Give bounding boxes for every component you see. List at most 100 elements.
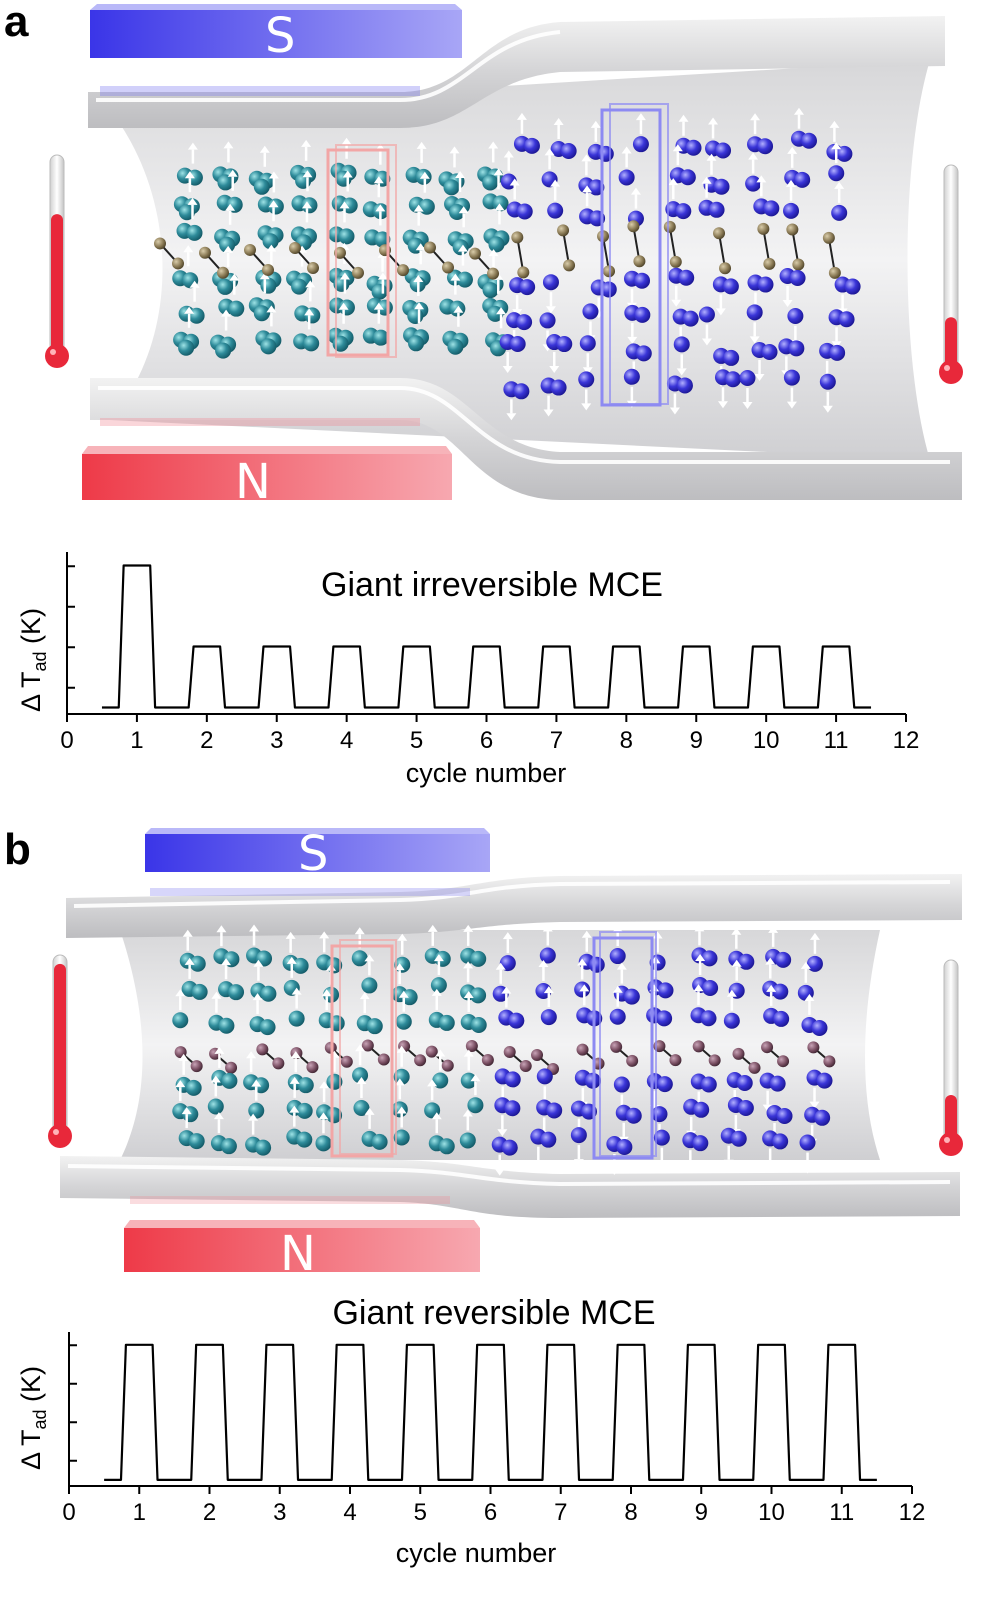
cold-atom — [259, 1019, 276, 1036]
hot-atom — [819, 373, 836, 390]
link-atom — [828, 266, 841, 279]
x-tick-label: 2 — [203, 1499, 216, 1526]
link-atom — [306, 1061, 319, 1074]
spin-arrow-head — [621, 146, 632, 154]
spin-arrow-head — [829, 120, 840, 128]
tube — [60, 874, 962, 1218]
spin-arrow-head — [538, 959, 549, 967]
spin-arrow-head — [503, 150, 514, 158]
spin-arrow-head — [455, 171, 466, 179]
hot-atom — [499, 955, 516, 972]
hot-atom — [794, 171, 811, 188]
hot-atom — [700, 1076, 717, 1093]
spin-arrow-head — [581, 154, 592, 162]
spin-arrow-head — [210, 1075, 221, 1083]
spin-arrow-head — [419, 171, 430, 179]
spin-arrow-head — [723, 1159, 734, 1167]
hot-atom — [556, 336, 573, 353]
cold-atom — [219, 236, 236, 253]
spin-arrow-head — [612, 985, 623, 993]
spin-arrow-head — [339, 201, 350, 209]
x-tick-label: 0 — [60, 727, 73, 754]
thermometer-left — [48, 954, 72, 1148]
x-tick-label: 6 — [480, 727, 493, 754]
hot-atom — [632, 136, 649, 153]
spin-arrow-head — [364, 1107, 375, 1115]
spin-arrow-head — [182, 929, 193, 937]
hot-atom — [701, 950, 718, 967]
hot-atom — [739, 370, 756, 387]
spin-arrow-head — [187, 197, 198, 205]
series-line — [101, 564, 872, 709]
spin-arrow-head — [496, 307, 507, 315]
panel-b-illustration: S N — [48, 826, 963, 1282]
cold-atom — [228, 984, 245, 1001]
spin-arrow-head — [184, 171, 195, 179]
link-atom — [244, 243, 256, 256]
cold-atom — [288, 1010, 305, 1027]
spin-arrow-head — [581, 403, 592, 411]
spin-arrow-head — [364, 954, 375, 962]
cold-atom — [460, 1072, 477, 1089]
spin-arrow-head — [581, 930, 592, 938]
spin-arrow-head — [582, 185, 593, 193]
spin-arrow-head — [502, 366, 513, 374]
spin-arrow-head — [427, 924, 438, 932]
hot-atom — [588, 179, 605, 196]
link-atom — [465, 1040, 478, 1053]
spin-arrow-head — [731, 959, 742, 967]
link-atom — [517, 266, 530, 279]
spin-arrow-head — [804, 993, 815, 1001]
hot-atom — [609, 1008, 626, 1025]
hot-atom — [623, 368, 640, 385]
link-atom — [307, 261, 319, 274]
link-atom — [633, 255, 646, 268]
x-tick-label: 6 — [484, 1499, 497, 1526]
cold-atom — [218, 1017, 235, 1034]
spin-arrow-head — [831, 341, 842, 349]
link-atom — [563, 259, 576, 272]
spin-arrow-head — [669, 407, 680, 415]
hot-atom — [708, 201, 725, 218]
spin-arrow-head — [289, 1105, 300, 1113]
thermometer-bulb — [939, 360, 963, 384]
spin-arrow-head — [373, 176, 384, 184]
spin-arrow-head — [701, 176, 712, 184]
cold-atom — [408, 335, 425, 352]
x-tick-label: 11 — [829, 1499, 854, 1526]
cold-atom — [395, 1013, 412, 1030]
cold-atom — [260, 277, 277, 294]
link-atom — [503, 1046, 516, 1059]
chart-a-ylabel-sub: ad — [30, 651, 50, 671]
spin-arrow-head — [259, 272, 270, 280]
spin-arrow-head — [338, 302, 349, 310]
magnet-s-label: S — [265, 8, 295, 64]
atom-lattice-b — [172, 924, 836, 1176]
spin-arrow-head — [211, 991, 222, 999]
magnet-s: S — [90, 4, 462, 64]
svg-text:Δ Tad (K): Δ Tad (K) — [16, 608, 50, 712]
link-atom — [361, 1039, 374, 1052]
spin-arrow-head — [259, 145, 270, 153]
spin-arrow-head — [579, 984, 590, 992]
spin-arrow-head — [301, 201, 312, 209]
hot-atom — [582, 303, 599, 320]
link-atom — [663, 220, 676, 233]
hot-atom — [736, 1074, 753, 1091]
hot-atom — [508, 1012, 525, 1029]
hot-atom — [757, 138, 774, 155]
thermometer-highlight — [944, 365, 950, 371]
spin-arrow-head — [616, 962, 627, 970]
chart-a-ylabel-unit: (K) — [16, 608, 46, 652]
hot-atom — [653, 1129, 670, 1146]
hot-atom — [597, 145, 614, 162]
cold-atom — [447, 338, 464, 355]
spin-arrow-head — [635, 113, 646, 121]
spin-arrow-head — [183, 245, 194, 253]
magnet-n: N — [124, 1220, 480, 1282]
hot-atom — [656, 1076, 673, 1093]
cold-atom — [401, 989, 418, 1006]
hot-atom — [799, 1134, 816, 1151]
spin-arrow-head — [793, 107, 804, 115]
